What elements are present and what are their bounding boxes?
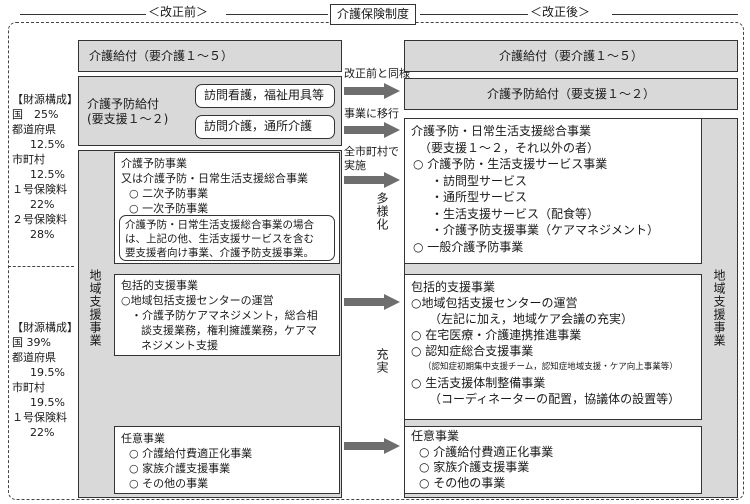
label-enhance: 充実 bbox=[375, 348, 389, 374]
header-title: 介護保険制度 bbox=[330, 4, 417, 25]
arrow-label-municipal: 全市町村で 実施 bbox=[344, 145, 399, 172]
after-optional-project: 任意事業 ○ 介護給付費適正化事業 ○ 家族介護支援事業 ○ その他の事業 bbox=[404, 426, 702, 494]
after-community-support-label: 地域支援事業 bbox=[712, 269, 726, 347]
header-line-right bbox=[420, 14, 528, 15]
label-diversify: 多様化 bbox=[375, 192, 389, 231]
label-before: ＜改正前＞ bbox=[148, 5, 209, 19]
before-prevention-benefit: 介護予防給付 (要支援１～２) 訪問看護，福祉用具等 訪問介護，通所介護 bbox=[78, 76, 342, 146]
arrow-optional bbox=[344, 438, 400, 454]
prevention-benefit-label: 介護予防給付 (要支援１～２) bbox=[87, 97, 169, 126]
header-line-left bbox=[20, 14, 146, 15]
funding-upper: 【財源構成】国 25%都道府県 12.5%市町村 12.5%１号保険料 22%２… bbox=[12, 93, 78, 241]
label-after: ＜改正後＞ bbox=[530, 5, 591, 19]
arrow-label-same: 改正前と同様 bbox=[344, 67, 410, 80]
prevention-project-note: 介護予防・日常生活支援総合事業の場合 は、上記の他、生活支援サービスを含む 要支… bbox=[119, 215, 335, 261]
visiting-nursing-item: 訪問看護，福祉用具等 bbox=[195, 84, 335, 108]
before-care-benefit: 介護給付（要介護１～５） bbox=[78, 40, 342, 72]
funding-lower: 【財源構成】国 39%都道府県 19.5%市町村 19.5%１号保険料 22% bbox=[12, 321, 78, 439]
prevention-project-title: 介護予防事業 bbox=[121, 157, 187, 170]
before-optional-project: 任意事業 ○ 介護給付費適正化事業 ○ 家族介護支援事業 ○ その他の事業 bbox=[114, 426, 340, 494]
before-prevention-project: 介護予防事業 又は介護予防・日常生活支援総合事業 ○ 二次予防事業 ○ 一次予防… bbox=[114, 152, 340, 264]
before-comprehensive-support: 包括的支援事業 ○地域包括支援センターの運営 ・介護予防ケアマネジメント，総合相… bbox=[114, 274, 340, 356]
after-comprehensive-project: 介護予防・日常生活支援総合事業 （要支援１～２，それ以外の者） ○ 介護予防・生… bbox=[404, 118, 702, 264]
arrow-comprehensive bbox=[344, 294, 400, 310]
after-prevention-benefit: 介護予防給付（要支援１～２） bbox=[404, 78, 738, 110]
header-line-left2 bbox=[226, 14, 328, 15]
community-support-label: 地域支援事業 bbox=[88, 269, 102, 347]
funding-divider bbox=[8, 266, 74, 267]
arrow-municipal bbox=[344, 172, 400, 188]
after-comprehensive-support: 包括的支援事業 ○地域包括支援センターの運営 （左記に加え，地域ケア会議の充実）… bbox=[404, 274, 702, 420]
arrow-same bbox=[344, 83, 400, 99]
header-line-right2 bbox=[612, 14, 738, 15]
visiting-care-item: 訪問介護，通所介護 bbox=[195, 115, 335, 139]
arrow-label-transfer: 事業に移行 bbox=[344, 107, 399, 120]
arrow-transfer bbox=[344, 122, 400, 138]
after-care-benefit: 介護給付（要介護１～５） bbox=[404, 40, 738, 72]
